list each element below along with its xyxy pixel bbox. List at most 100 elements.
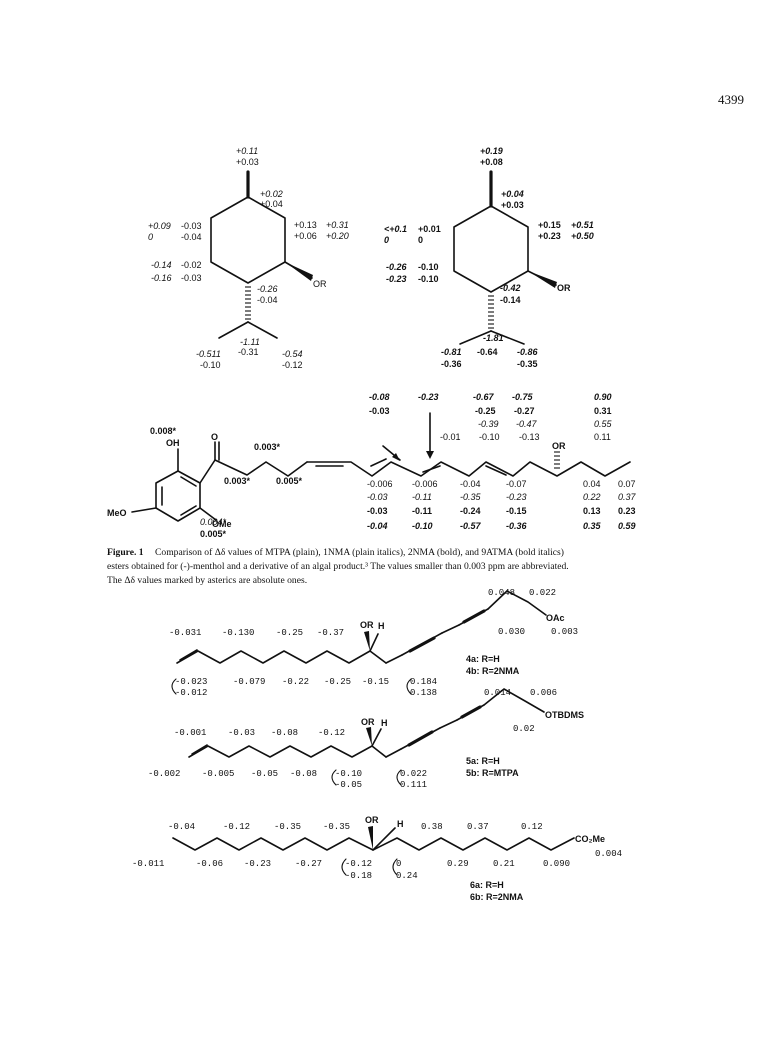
c6-top: -0.35 <box>274 822 301 832</box>
algal-b2: -0.11 <box>412 492 432 502</box>
caption-line-1: Comparison of Δδ values of MTPA (plain),… <box>155 547 564 558</box>
c4-paren-right-value: 0.138 <box>410 688 437 698</box>
c5-top: -0.12 <box>318 728 345 738</box>
algal-top-d: -0.10 <box>479 432 500 442</box>
oac-label: OAc <box>546 613 565 623</box>
algal-b2: 0.37 <box>618 492 637 502</box>
c5-label-b: 5b: R=MTPA <box>466 768 519 778</box>
algal-b4: -0.04 <box>367 521 388 531</box>
c6-top: 0.37 <box>467 822 489 832</box>
algal-b4: -0.36 <box>506 521 528 531</box>
c4-top: -0.031 <box>169 628 201 638</box>
algal-aryl-oh: 0.008* <box>150 426 177 436</box>
algal-b3: -0.11 <box>412 506 432 516</box>
or-label: OR <box>360 620 374 630</box>
c4-label-a: 4a: R=H <box>466 654 500 664</box>
algal-top-d: -0.01 <box>440 432 461 442</box>
m1-top-1nma: +0.11 <box>236 146 258 156</box>
c4-bottom: -0.25 <box>324 677 351 687</box>
m2-me-right-2nma: -0.35 <box>517 359 538 369</box>
c4-paren-right-value: 0.184 <box>410 677 437 687</box>
algal-b2: -0.03 <box>367 492 388 502</box>
algal-chain-low: 0.003* <box>224 476 251 486</box>
h-label: H <box>381 718 388 728</box>
c4-paren-left <box>171 678 177 695</box>
m2-c1-9atma: -0.42 <box>500 283 521 293</box>
m2-ch-9atma: -1.81 <box>483 333 504 343</box>
m2-left-9atma-2: 0 <box>384 235 389 245</box>
algal-top-c: -0.47 <box>516 419 538 429</box>
m2-left-2nma-2: 0 <box>418 235 423 245</box>
c6-bottom: -0.011 <box>132 859 164 869</box>
algal-top-d: -0.13 <box>519 432 540 442</box>
compound-4: OR H OAc 0.048 0.022 0.030 0.003 -0.031 … <box>169 588 578 698</box>
c6-top: -0.35 <box>323 822 350 832</box>
algal-top-a: -0.23 <box>418 392 439 402</box>
c6-bottom: 0.090 <box>543 859 570 869</box>
c5-mid-right: 0.02 <box>513 724 535 734</box>
algal-b2: -0.23 <box>506 492 527 502</box>
m1-left-mtpa-2: -0.04 <box>181 232 202 242</box>
c4-paren-right <box>406 678 412 695</box>
c6-bottom: 0.29 <box>447 859 469 869</box>
algal-b3: -0.03 <box>367 506 388 516</box>
c5-bottom: -0.002 <box>148 769 180 779</box>
algal-b4: -0.10 <box>412 521 433 531</box>
oh-label: OH <box>166 438 180 448</box>
algal-top-b: 0.31 <box>594 406 612 416</box>
m1-me-right-mtpa: -0.12 <box>282 360 303 370</box>
c6-paren-left-value: -0.12 <box>345 859 372 869</box>
c6-paren-right-value: 0.24 <box>396 871 418 881</box>
c4-top-right: 0.048 <box>488 588 515 598</box>
compound-5: OR H OTBDMS 0.014 0.006 0.02 -0.001 -0.0… <box>148 688 584 790</box>
m2-me-left-2nma: -0.36 <box>441 359 462 369</box>
menthol-structure-1: OR +0.11 +0.03 +0.02 +0.04 +0.13 +0.31 +… <box>148 146 349 370</box>
algal-top-b: -0.03 <box>369 406 390 416</box>
m1-me-right-1nma: -0.54 <box>282 349 303 359</box>
m1-ur-mtpa: +0.04 <box>260 199 283 209</box>
c6-top: 0.12 <box>521 822 543 832</box>
algal-b4: -0.57 <box>460 521 482 531</box>
algal-b1: 0.07 <box>618 479 636 489</box>
c4-paren-left-value: -0.012 <box>175 688 207 698</box>
algal-b3: 0.13 <box>583 506 601 516</box>
algal-chain-top: 0.003* <box>254 442 281 452</box>
c6-top: 0.38 <box>421 822 443 832</box>
algal-b3: -0.24 <box>460 506 481 516</box>
m1-ll-mtpa: -0.02 <box>181 260 202 270</box>
caption-lead: Figure. 1 <box>107 547 144 558</box>
ketone-o-label: O <box>211 432 218 442</box>
c4-label-b: 4b: R=2NMA <box>466 666 520 676</box>
or-label: OR <box>361 717 375 727</box>
algal-b4: 0.59 <box>618 521 636 531</box>
m1-left-1nma: +0.09 <box>148 221 171 231</box>
c6-label-b: 6b: R=2NMA <box>470 892 524 902</box>
algal-top-a: -0.67 <box>473 392 495 402</box>
m1-ll-1nma: -0.14 <box>151 260 172 270</box>
algal-b1: -0.006 <box>367 479 393 489</box>
algal-top-a: -0.75 <box>512 392 534 402</box>
m2-ur-2nma: +0.03 <box>501 200 524 210</box>
m2-me-right-9atma: -0.86 <box>517 347 539 357</box>
or-label: OR <box>313 279 327 289</box>
m1-top-mtpa: +0.03 <box>236 157 259 167</box>
otbdms-label: OTBDMS <box>545 710 584 720</box>
m2-top-2nma: +0.08 <box>480 157 503 167</box>
m2-ll-2nma: -0.10 <box>418 262 439 272</box>
c6-bottom: -0.27 <box>295 859 322 869</box>
c6-label-a: 6a: R=H <box>470 880 504 890</box>
m1-right-1nma: +0.31 <box>326 220 349 230</box>
page-number: 4399 <box>718 92 744 107</box>
c5-top: -0.08 <box>271 728 298 738</box>
algal-b2: 0.22 <box>583 492 601 502</box>
c4-top-right: 0.022 <box>529 588 556 598</box>
c5-paren-left-value: -0.10 <box>335 769 362 779</box>
h-label: H <box>397 819 404 829</box>
m1-me-left-mtpa: -0.10 <box>200 360 221 370</box>
c6-paren-right <box>392 858 398 876</box>
c4-bottom: -0.079 <box>233 677 265 687</box>
co2me-label: CO₂Me <box>575 834 605 844</box>
meo-label: MeO <box>107 508 127 518</box>
c5-top-right: 0.006 <box>530 688 557 698</box>
